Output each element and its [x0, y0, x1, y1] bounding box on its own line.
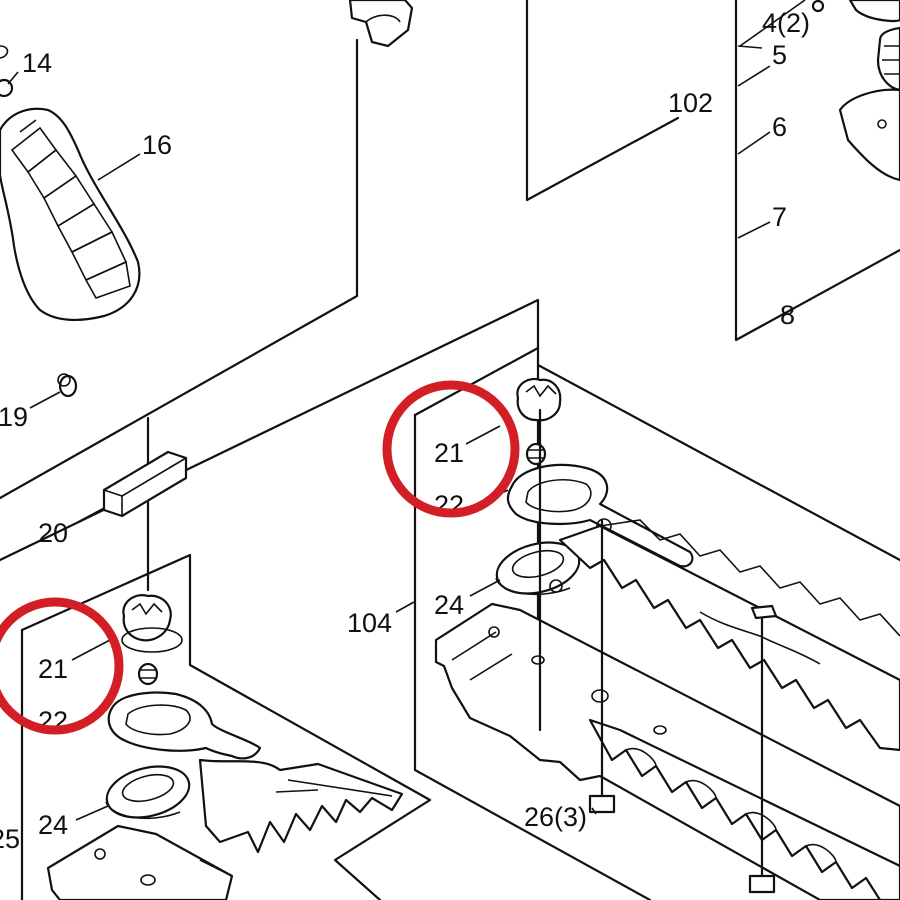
- label-21-right: 21: [434, 438, 464, 468]
- highlight-circles: [0, 380, 520, 735]
- label-26: 26(3): [524, 802, 587, 832]
- box-edge: [413, 346, 540, 417]
- blade-assembly-left: [46, 758, 404, 900]
- plate-part-22-right: [506, 463, 694, 568]
- box-edge: [0, 38, 359, 500]
- leader-line: [591, 807, 597, 815]
- blade-assembly-right: [434, 519, 900, 900]
- label-20: 20: [38, 518, 68, 548]
- leader-line: [737, 131, 771, 155]
- leader-line: [757, 315, 781, 329]
- label-21-left: 21: [38, 654, 68, 684]
- box-edge: [734, 0, 900, 342]
- screw-part-14: [0, 45, 14, 98]
- box-edge: [525, 0, 680, 202]
- knob-part-21-left: [121, 594, 183, 686]
- box-edge: [20, 553, 432, 802]
- leader-line: [75, 805, 109, 821]
- bolt-part-26: [538, 408, 778, 894]
- handle-part-16: [0, 107, 141, 322]
- box-edge: [413, 413, 652, 900]
- label-24-left: 24: [38, 810, 68, 840]
- label-24-right: 24: [434, 590, 464, 620]
- label-25: 25: [0, 824, 20, 854]
- knob-part-21-right: [516, 377, 562, 466]
- leader-line: [737, 221, 771, 239]
- leader-line: [465, 425, 501, 445]
- label-5: 5: [772, 40, 787, 70]
- leader-line: [737, 45, 763, 49]
- label-8: 8: [780, 300, 795, 330]
- label-6: 6: [772, 112, 787, 142]
- label-4: 4(2): [762, 8, 810, 38]
- leader-line: [97, 153, 141, 181]
- label-7: 7: [772, 202, 787, 232]
- leader-line: [469, 579, 501, 597]
- box-edge: [333, 798, 432, 900]
- leader-line: [7, 71, 19, 85]
- label-16: 16: [142, 130, 172, 160]
- screw-part-19: [29, 373, 78, 409]
- knob-stack: [811, 0, 900, 182]
- label-102: 102: [668, 88, 713, 118]
- highlight-circle-21-left: [0, 597, 124, 735]
- leader-line: [739, 0, 806, 47]
- plate-part-22-left: [107, 691, 262, 760]
- block-part-20: [77, 450, 188, 523]
- part-labels: 14 16 19 20 21 22 24 104 26(3) 4(2) 5 10…: [0, 8, 810, 854]
- leader-line: [71, 639, 111, 661]
- ring-part-24-left: [105, 765, 191, 820]
- label-19: 19: [0, 402, 28, 432]
- label-104: 104: [347, 608, 392, 638]
- box-edge: [536, 363, 900, 562]
- leader-line: [737, 65, 771, 87]
- ring-part-24-right: [495, 541, 581, 596]
- highlight-circle-21-right: [382, 380, 520, 518]
- clip-part: [348, 0, 414, 48]
- leader-line: [395, 601, 415, 613]
- label-14: 14: [22, 48, 52, 78]
